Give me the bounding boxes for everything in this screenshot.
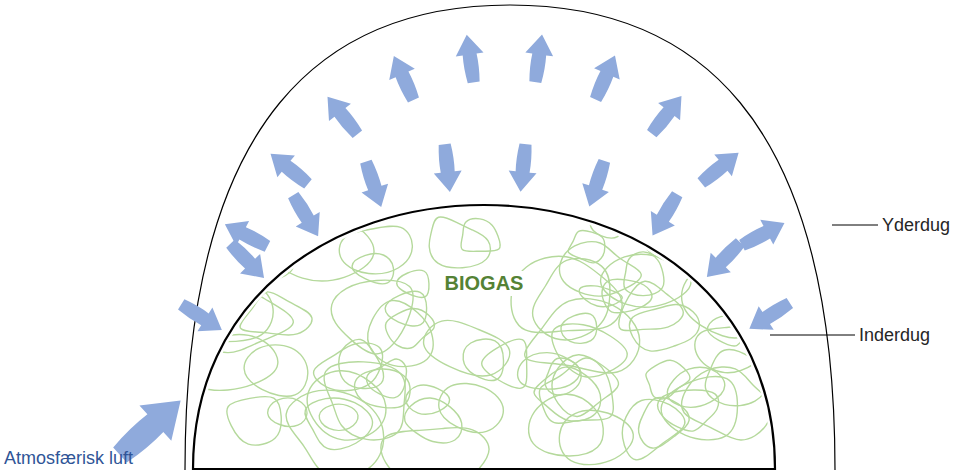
air-arrow bbox=[317, 88, 369, 143]
leader-line bbox=[770, 335, 855, 336]
membrane-label: Inderdug bbox=[859, 325, 930, 346]
air-arrow bbox=[576, 157, 618, 211]
gas-squiggle bbox=[244, 345, 308, 396]
inner-membrane-dome: BIOGAS bbox=[190, 203, 782, 473]
gas-squiggle bbox=[590, 210, 622, 238]
gas-squiggle bbox=[661, 376, 737, 439]
gas-squiggle bbox=[579, 286, 622, 307]
gas-squiggle bbox=[439, 383, 504, 432]
gas-squiggle bbox=[305, 398, 373, 450]
gas-squiggle bbox=[405, 398, 462, 443]
air-arrow bbox=[431, 143, 464, 194]
gas-squiggle bbox=[552, 324, 627, 377]
gas-squiggle bbox=[352, 254, 393, 284]
air-arrow bbox=[697, 233, 750, 287]
gas-squiggle bbox=[619, 281, 684, 330]
gas-squiggle bbox=[429, 217, 490, 268]
gas-squiggle bbox=[561, 313, 597, 343]
gas-squiggle bbox=[240, 292, 312, 335]
air-arrow bbox=[221, 234, 275, 288]
gas-squiggle bbox=[331, 280, 413, 354]
gas-squiggle bbox=[397, 270, 429, 297]
air-arrows bbox=[104, 33, 797, 473]
gas-squiggle bbox=[381, 427, 489, 473]
gas-label: BIOGAS bbox=[441, 271, 528, 296]
gas-squiggle bbox=[314, 343, 383, 391]
gas-squiggle bbox=[307, 371, 386, 440]
air-arrow bbox=[453, 33, 488, 85]
gas-squiggle bbox=[324, 362, 405, 440]
gas-squiggle bbox=[552, 355, 619, 417]
gas-squiggle bbox=[533, 258, 610, 339]
gas-squiggle bbox=[461, 219, 500, 252]
gas-squiggle bbox=[482, 339, 527, 388]
gas-squiggle bbox=[227, 396, 282, 445]
dome-outline bbox=[190, 203, 782, 473]
gas-squiggle bbox=[529, 394, 604, 456]
gas-squiggle bbox=[646, 360, 690, 399]
air-arrow bbox=[735, 210, 791, 257]
inner-membrane bbox=[193, 205, 775, 469]
gas-texture bbox=[160, 210, 771, 473]
gas-squiggle bbox=[525, 299, 640, 374]
gas-squiggle bbox=[624, 252, 664, 296]
air-arrow bbox=[583, 50, 628, 105]
air-arrow bbox=[381, 50, 426, 105]
air-arrow bbox=[174, 293, 230, 342]
air-arrow bbox=[281, 188, 330, 244]
gas-squiggle bbox=[602, 279, 652, 313]
air-arrow bbox=[521, 33, 555, 84]
membrane-label: Yderdug bbox=[882, 215, 950, 236]
gas-squiggle bbox=[511, 256, 622, 332]
leader-line bbox=[832, 225, 878, 226]
air-arrow bbox=[641, 187, 690, 243]
gas-squiggle bbox=[406, 385, 450, 414]
gas-squiggle bbox=[559, 410, 633, 464]
air-arrow bbox=[742, 291, 798, 340]
air-label: Atmosfærisk luft bbox=[4, 448, 133, 469]
outer-membrane bbox=[185, 5, 835, 470]
gas-squiggle bbox=[560, 242, 642, 297]
gas-squiggle bbox=[179, 334, 278, 390]
gas-squiggle bbox=[385, 309, 434, 349]
gas-squiggle bbox=[160, 213, 266, 290]
air-arrow bbox=[641, 87, 693, 142]
air-arrow bbox=[507, 143, 540, 194]
gas-squiggle bbox=[339, 339, 384, 388]
gas-squiggle bbox=[339, 226, 412, 274]
gas-squiggle bbox=[286, 390, 384, 473]
air-arrow bbox=[692, 142, 747, 194]
gas-squiggle bbox=[385, 291, 426, 326]
gas-squiggle bbox=[319, 404, 358, 430]
air-arrow bbox=[353, 157, 395, 211]
air-arrow bbox=[262, 143, 317, 195]
